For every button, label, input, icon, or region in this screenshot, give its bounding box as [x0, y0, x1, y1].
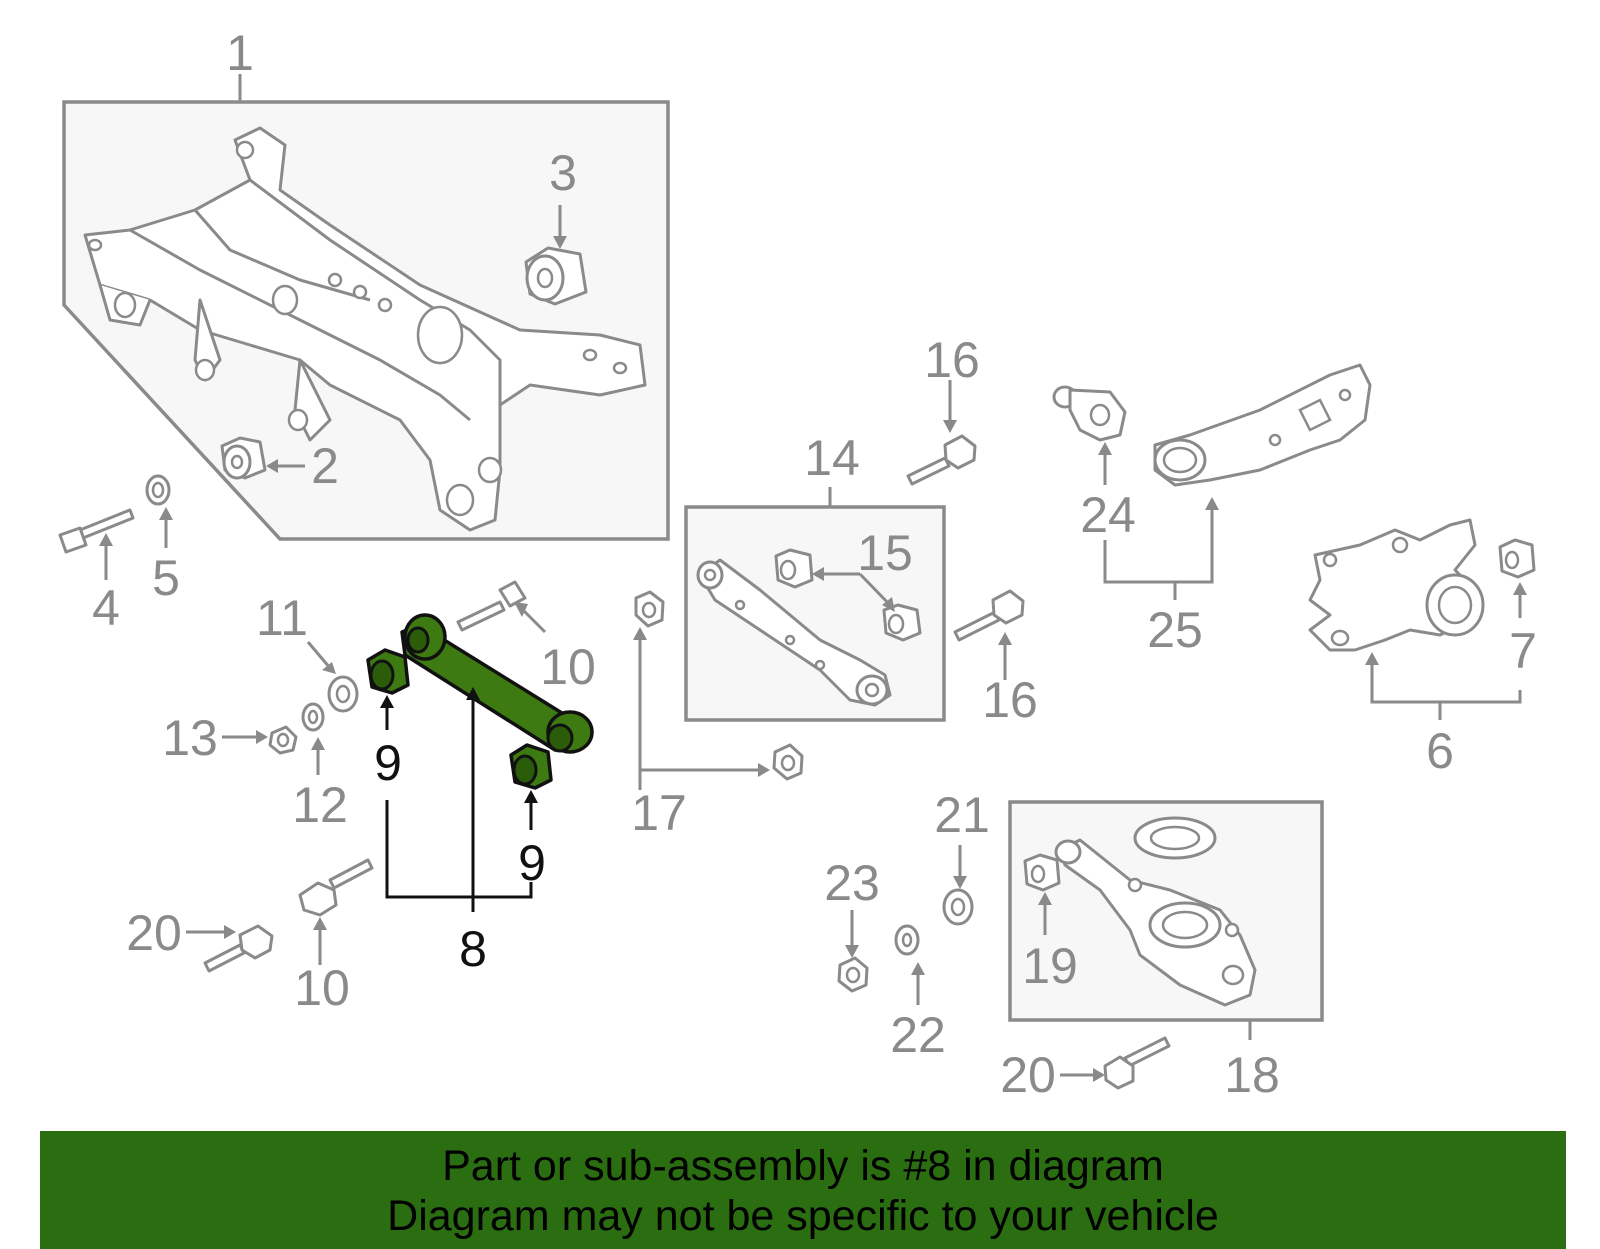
callout-15: 15 — [857, 525, 913, 581]
callout-21: 21 — [934, 787, 990, 843]
bolt-part-4 — [58, 508, 135, 554]
bolt-part-20-right — [1103, 1036, 1171, 1090]
bushing-part-15-upper — [774, 548, 814, 589]
nut-part-17-lower — [772, 743, 804, 781]
bolt-part-10-upper — [456, 580, 527, 632]
bolt-part-16-lower — [953, 589, 1025, 642]
nut-part-17-upper — [634, 590, 665, 628]
callout-12: 12 — [292, 777, 348, 833]
callout-20-left: 20 — [126, 905, 182, 961]
callout-23: 23 — [824, 855, 880, 911]
callout-16-upper: 16 — [924, 332, 980, 388]
bushing-part-19 — [1023, 853, 1061, 892]
banner-line-1: Part or sub-assembly is #8 in diagram — [442, 1142, 1164, 1190]
upper-arm-group: 14 15 — [684, 430, 946, 722]
bushing-part-7 — [1498, 538, 1536, 579]
callout-14: 14 — [804, 430, 860, 486]
callout-11: 11 — [256, 590, 308, 646]
lower-arm-drawing — [1054, 816, 1257, 1007]
callout-6: 6 — [1426, 723, 1454, 779]
lower-arm-group: 18 19 — [1008, 800, 1324, 1103]
callout-10-upper: 10 — [540, 639, 596, 695]
callout-24: 24 — [1080, 487, 1136, 543]
washer-part-22 — [894, 924, 920, 956]
callout-2: 2 — [311, 438, 339, 494]
bushing-part-2 — [220, 436, 267, 480]
callout-3: 3 — [549, 145, 577, 201]
trailing-arm-part-25 — [1153, 363, 1372, 487]
callout-5: 5 — [152, 550, 180, 606]
knuckle-part-6 — [1308, 518, 1485, 652]
callout-9-left: 9 — [374, 735, 402, 791]
washer-part-21 — [942, 888, 974, 926]
callout-7: 7 — [1509, 623, 1537, 679]
callout-8: 8 — [459, 921, 487, 977]
callout-9-right: 9 — [518, 835, 546, 891]
info-banner: Part or sub-assembly is #8 in diagram Di… — [40, 1131, 1566, 1249]
nut-part-13 — [268, 725, 298, 755]
bushing-part-9-left[interactable] — [366, 648, 410, 695]
callout-20-right: 20 — [1000, 1047, 1056, 1103]
callout-10-lower: 10 — [294, 960, 350, 1016]
washer-part-11 — [327, 675, 359, 713]
crossmember-drawing — [83, 126, 647, 532]
callout-4: 4 — [92, 580, 120, 636]
banner-line-2: Diagram may not be specific to your vehi… — [387, 1192, 1219, 1240]
nut-part-23 — [837, 956, 869, 993]
bushing-part-3 — [524, 246, 588, 306]
callout-19: 19 — [1022, 938, 1078, 994]
callout-25: 25 — [1147, 602, 1203, 658]
upper-arm-drawing — [696, 558, 892, 707]
bolt-part-16-upper — [906, 434, 977, 486]
crossmember-group: 1 — [62, 25, 670, 541]
washer-part-12 — [301, 702, 325, 732]
bolt-part-20-left — [203, 924, 274, 973]
bolt-part-10-lower — [298, 858, 374, 917]
callout-18: 18 — [1224, 1047, 1280, 1103]
callout-13: 13 — [162, 710, 218, 766]
bushing-part-24 — [1052, 385, 1127, 442]
bushing-part-15-lower — [882, 603, 922, 642]
washer-part-5 — [145, 474, 171, 506]
callout-17: 17 — [631, 785, 687, 841]
callout-1: 1 — [226, 25, 254, 81]
callout-22: 22 — [890, 1007, 946, 1063]
lateral-arm-part-8[interactable] — [400, 613, 594, 754]
bushing-part-9-right[interactable] — [509, 743, 553, 790]
callout-16-lower: 16 — [982, 672, 1038, 728]
